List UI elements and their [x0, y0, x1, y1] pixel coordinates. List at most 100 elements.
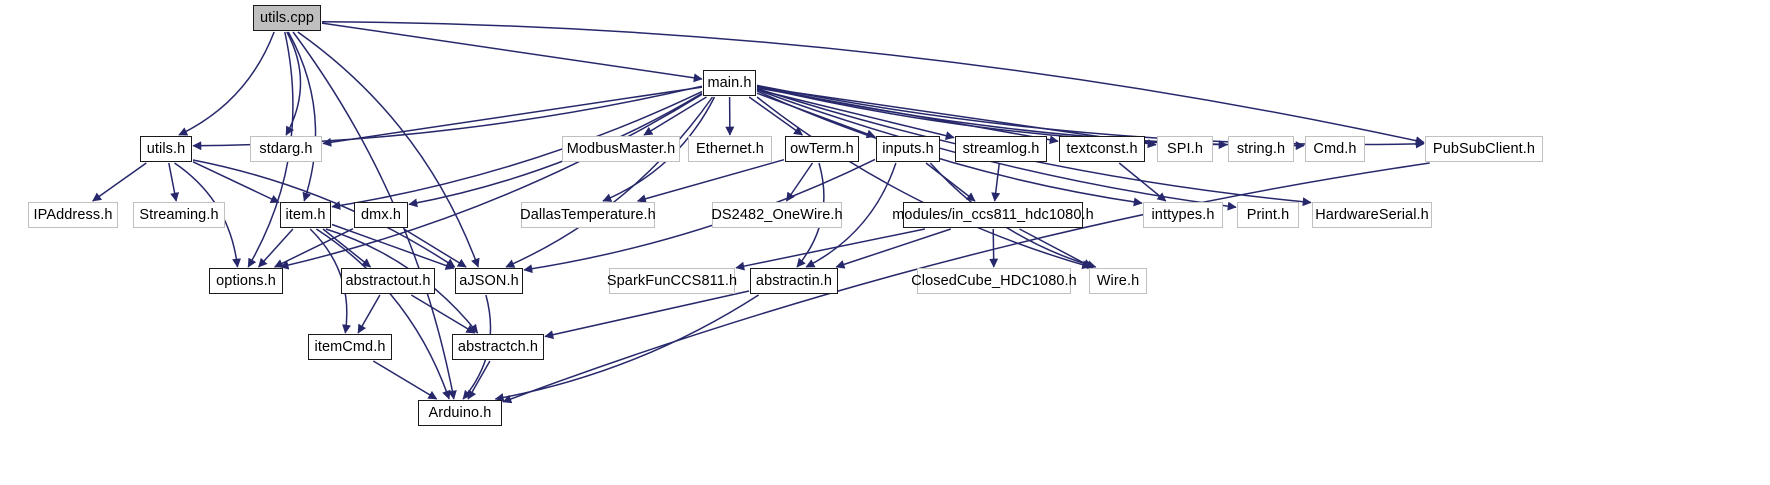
graph-node-print-h[interactable]: Print.h	[1237, 202, 1299, 228]
graph-node-label: abstractch.h	[457, 338, 539, 355]
graph-node-label: utils.h	[146, 140, 186, 157]
graph-node-label: abstractin.h	[755, 272, 833, 289]
graph-edge	[321, 21, 1425, 146]
graph-node-label: utils.cpp	[259, 9, 315, 26]
graph-node-label: main.h	[707, 74, 752, 91]
graph-edge	[991, 162, 1001, 202]
graph-node-label: stdarg.h	[259, 140, 313, 157]
graph-edge	[331, 223, 455, 270]
graph-edge	[403, 228, 467, 268]
graph-edge	[287, 31, 317, 202]
graph-node-label: PubSubClient.h	[1432, 140, 1536, 157]
graph-node-label: inttypes.h	[1151, 206, 1215, 223]
graph-node-string-h[interactable]: string.h	[1228, 136, 1294, 162]
graph-edge	[372, 360, 438, 400]
graph-node-label: ClosedCube_HDC1080.h	[911, 272, 1077, 289]
graph-node-label: Arduino.h	[428, 404, 492, 421]
graph-node-label: SPI.h	[1167, 140, 1203, 157]
graph-node-label: aJSON.h	[459, 272, 519, 289]
graph-edge	[989, 228, 999, 268]
graph-node-ajson-h[interactable]: aJSON.h	[455, 268, 523, 294]
graph-node-label: Cmd.h	[1313, 140, 1357, 157]
graph-node-label: Wire.h	[1096, 272, 1140, 289]
graph-node-itemcmd-h[interactable]: itemCmd.h	[308, 334, 392, 360]
graph-edge	[756, 87, 1059, 145]
graph-node-utils-cpp[interactable]: utils.cpp	[253, 5, 321, 31]
graph-edge	[297, 31, 480, 268]
graph-node-spi-h[interactable]: SPI.h	[1157, 136, 1213, 162]
graph-node-label: modules/in_ccs811_hdc1080.h	[892, 206, 1094, 223]
graph-edge	[544, 290, 750, 340]
graph-edge	[925, 162, 976, 202]
graph-node-abstractch-h[interactable]: abstractch.h	[452, 334, 544, 360]
graph-node-closedcube-h[interactable]: ClosedCube_HDC1080.h	[911, 268, 1077, 294]
graph-node-sparkfunccs811-h[interactable]: SparkFunCCS811.h	[607, 268, 737, 294]
graph-edge	[785, 162, 814, 202]
graph-edge	[1019, 228, 1093, 268]
graph-node-pubsubclient-h[interactable]: PubSubClient.h	[1425, 136, 1543, 162]
graph-node-item-h[interactable]: item.h	[280, 202, 331, 228]
graph-edge	[273, 228, 354, 268]
graph-node-label: SparkFunCCS811.h	[606, 272, 738, 289]
graph-edge	[410, 294, 476, 334]
graph-edge	[467, 360, 491, 400]
graph-node-owterm-h[interactable]: owTerm.h	[785, 136, 859, 162]
graph-edge	[285, 31, 302, 136]
graph-node-label: ModbusMaster.h	[566, 140, 676, 157]
graph-edge	[505, 96, 714, 268]
graph-edge	[315, 228, 451, 400]
graph-node-label: streamlog.h	[962, 140, 1040, 157]
graph-node-inttypes-h[interactable]: inttypes.h	[1143, 202, 1223, 228]
graph-node-label: item.h	[285, 206, 326, 223]
graph-edge	[636, 158, 785, 204]
graph-edge	[322, 228, 372, 268]
graph-edge	[168, 162, 180, 202]
graph-node-label: HardwareSerial.h	[1315, 206, 1429, 223]
graph-node-label: options.h	[216, 272, 276, 289]
graph-node-label: inputs.h	[882, 140, 934, 157]
graph-node-abstractin-h[interactable]: abstractin.h	[750, 268, 838, 294]
graph-node-dmx-h[interactable]: dmx.h	[354, 202, 408, 228]
graph-node-label: Streaming.h	[139, 206, 219, 223]
graph-edge	[321, 22, 703, 83]
graph-node-stdarg-h[interactable]: stdarg.h	[250, 136, 322, 162]
graph-node-main-h[interactable]: main.h	[703, 70, 756, 96]
graph-node-label: dmx.h	[361, 206, 401, 223]
graph-node-label: textconst.h	[1066, 140, 1138, 157]
graph-edge	[643, 96, 707, 136]
graph-node-streamlog-h[interactable]: streamlog.h	[955, 136, 1047, 162]
graph-edge	[192, 161, 280, 204]
graph-node-hardwareserial-h[interactable]: HardwareSerial.h	[1312, 202, 1432, 228]
graph-edge	[756, 96, 1092, 270]
graph-node-options-h[interactable]: options.h	[209, 268, 283, 294]
graph-edge	[735, 228, 926, 271]
graph-node-textconst-h[interactable]: textconst.h	[1059, 136, 1145, 162]
graph-node-cmd-h[interactable]: Cmd.h	[1305, 136, 1365, 162]
graph-node-arduino-h[interactable]: Arduino.h	[418, 400, 502, 426]
graph-node-label: IPAddress.h	[33, 206, 113, 223]
graph-node-modbusmaster-h[interactable]: ModbusMaster.h	[562, 136, 680, 162]
graph-node-wire-h[interactable]: Wire.h	[1089, 268, 1147, 294]
graph-edge	[835, 228, 952, 269]
graph-node-ipaddress-h[interactable]: IPAddress.h	[28, 202, 118, 228]
graph-node-ds2482-h[interactable]: DS2482_OneWire.h	[711, 202, 843, 228]
graph-edge	[756, 88, 955, 141]
graph-edge	[357, 294, 381, 334]
graph-edge	[92, 162, 147, 202]
graph-node-label: abstractout.h	[345, 272, 431, 289]
graph-node-abstractout-h[interactable]: abstractout.h	[341, 268, 435, 294]
graph-edge	[748, 96, 803, 136]
graph-node-label: Print.h	[1246, 206, 1290, 223]
graph-node-label: Ethernet.h	[696, 140, 764, 157]
graph-node-inputs-h[interactable]: inputs.h	[876, 136, 940, 162]
graph-node-in-ccs811-h[interactable]: modules/in_ccs811_hdc1080.h	[892, 202, 1094, 228]
graph-node-ethernet-h[interactable]: Ethernet.h	[688, 136, 772, 162]
graph-node-utils-h[interactable]: utils.h	[140, 136, 192, 162]
graph-edge	[279, 93, 703, 270]
graph-edge	[1118, 162, 1167, 202]
graph-node-streaming-h[interactable]: Streaming.h	[133, 202, 225, 228]
graph-node-label: DS2482_OneWire.h	[711, 206, 843, 223]
graph-node-dallastemp-h[interactable]: DallasTemperature.h	[520, 202, 656, 228]
graph-edge	[258, 228, 294, 268]
